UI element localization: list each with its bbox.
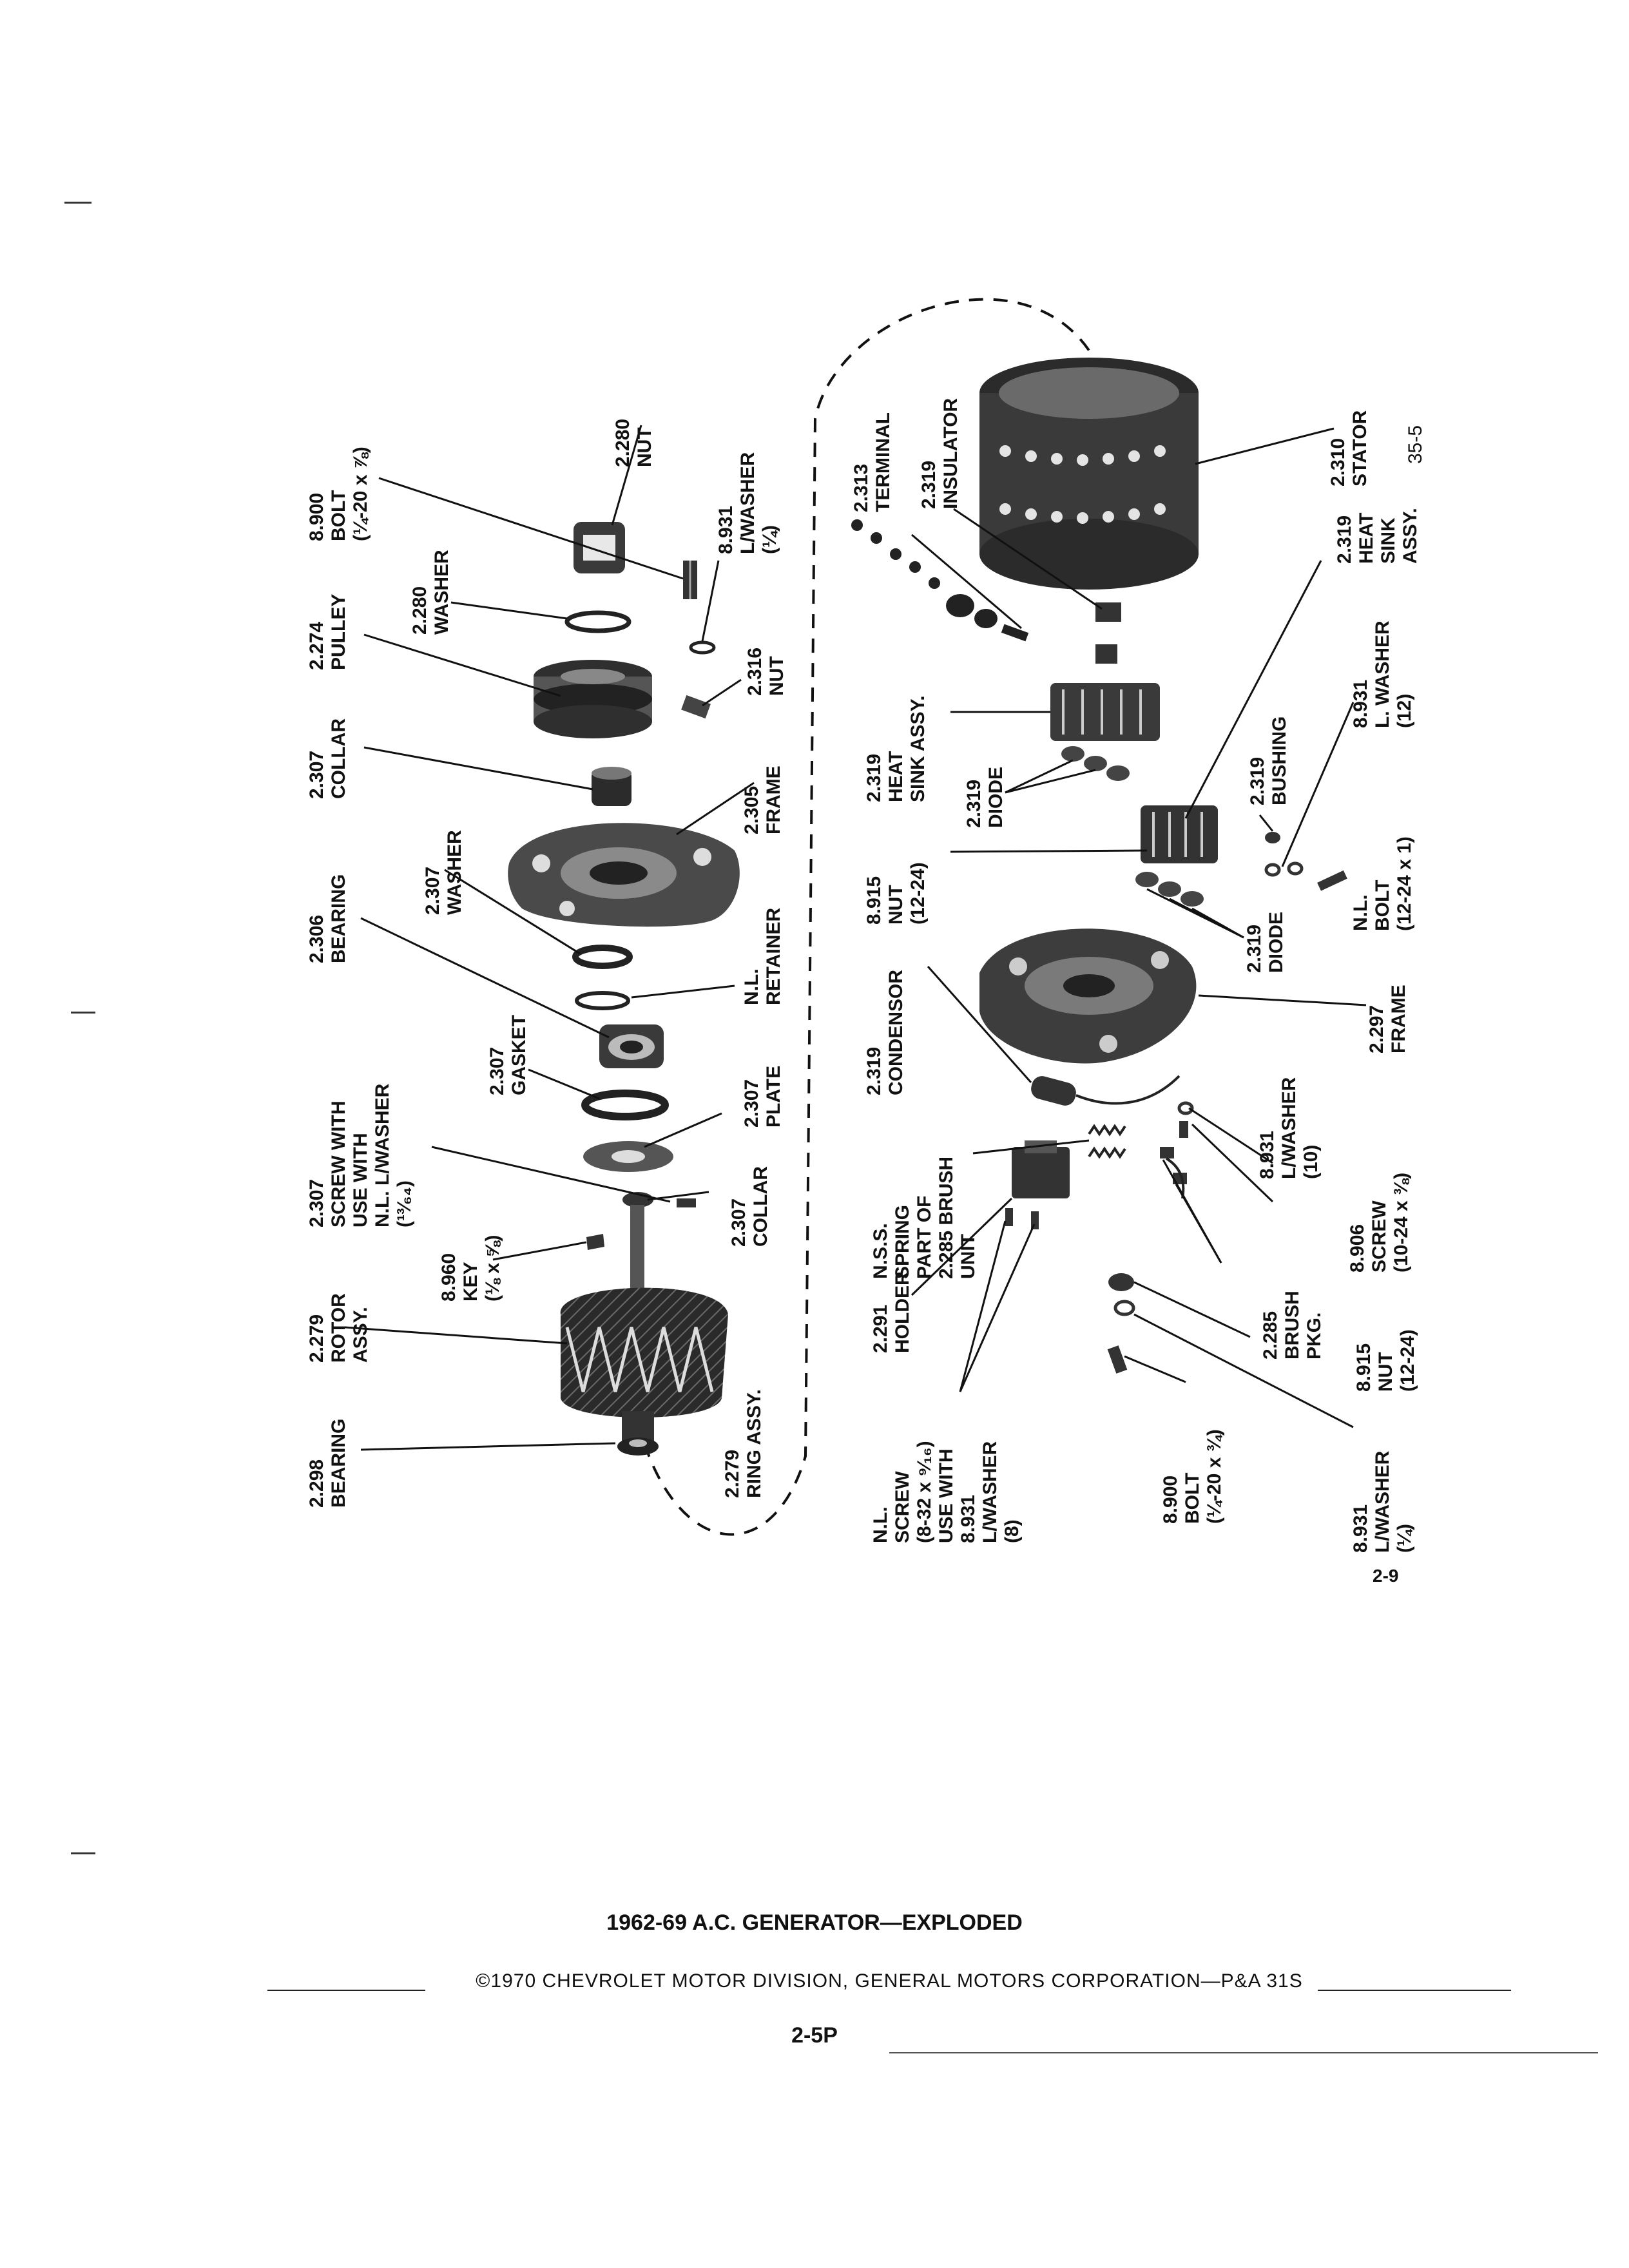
label-bushing: 2.319 BUSHING xyxy=(1247,716,1290,805)
label-insulator: 2.319 INSULATOR xyxy=(918,398,961,509)
label-frame-2297: 2.297 FRAME xyxy=(1366,985,1409,1053)
label-bolt-bottom: 8.900 BOLT (¼-20 x ¾) xyxy=(1160,1429,1225,1524)
bushing-part xyxy=(1265,832,1280,843)
insulator-part-2 xyxy=(1095,644,1117,664)
diode-top-part xyxy=(1061,746,1130,781)
brush-pkg-part xyxy=(1160,1147,1187,1199)
nut-part xyxy=(574,522,625,573)
lock-washer-bottom-part xyxy=(1113,1300,1135,1316)
label-diode-bottom: 2.319 DIODE xyxy=(1244,911,1287,973)
heat-sink-right-part xyxy=(1141,805,1218,863)
rotor-part xyxy=(560,1205,728,1443)
gasket-part xyxy=(581,1090,669,1120)
label-plate: 2.307 PLATE xyxy=(741,1065,784,1128)
retainer-part xyxy=(575,991,630,1010)
page-number: 2-5P xyxy=(791,2023,838,2048)
label-heat-sink-right: 2.319 HEAT SINK ASSY. xyxy=(1334,508,1421,564)
label-holder: 2.291 HOLDER xyxy=(870,1271,913,1353)
label-terminal: 2.313 TERMINAL xyxy=(851,412,894,512)
screw-part xyxy=(677,1198,696,1207)
label-retainer: N.L. RETAINER xyxy=(741,907,784,1005)
figure-ref: 35-5 xyxy=(1405,425,1426,464)
dashed-separator xyxy=(643,298,1097,1536)
margin-mark xyxy=(64,202,92,204)
label-frame-2305: 2.305 FRAME xyxy=(741,765,784,834)
nl-bolt-part xyxy=(1317,870,1347,891)
label-lwasher-top: 8.931 L/WASHER (¼) xyxy=(715,452,780,554)
bearing-2306-part xyxy=(599,1024,664,1068)
label-bolt-nl: N.L. BOLT (12-24 x 1) xyxy=(1350,836,1415,931)
label-gasket: 2.307 GASKET xyxy=(487,1014,530,1095)
page-ref: 2-9 xyxy=(1373,1566,1399,1586)
label-key: 8.960 KEY (⅛ x ⅝) xyxy=(438,1235,503,1302)
label-bearing-2298: 2.298 BEARING xyxy=(306,1418,349,1508)
label-screw-8906: 8.906 SCREW (10-24 x ⅜) xyxy=(1347,1172,1412,1273)
label-lwasher-10: 8.931 L/WASHER (10) xyxy=(1257,1077,1322,1179)
screw-8906-part xyxy=(1179,1121,1188,1138)
lock-washer-12-part-2 xyxy=(1287,861,1304,876)
label-screw-2307: 2.307 SCREW WITH USE WITH N.L. L/WASHER … xyxy=(306,1083,415,1227)
label-lwasher-12: 8.931 L. WASHER (12) xyxy=(1350,620,1415,728)
label-ring-assy: 2.279 RING ASSY. xyxy=(722,1389,765,1498)
label-screw-nl: N.L. SCREW (8-32 x ⁹⁄₁₆) USE WITH 8.931 … xyxy=(870,1441,1023,1543)
holder-part xyxy=(1012,1140,1070,1198)
insulator-part xyxy=(1095,602,1121,622)
lock-washer-part xyxy=(689,640,716,655)
label-washer-2280: 2.280 WASHER xyxy=(409,550,452,635)
label-nut-2280: 2.280 NUT xyxy=(612,418,655,467)
label-lwasher-bottom: 8.931 L/WASHER (¼) xyxy=(1350,1450,1415,1553)
label-condensor: 2.319 CONDENSOR xyxy=(863,969,907,1095)
nut-2316-part xyxy=(681,695,711,719)
bearing-2298-part xyxy=(617,1437,659,1456)
footer-rule-left xyxy=(267,1990,425,1991)
leader-lines xyxy=(344,425,1367,1451)
lock-washer-10-part xyxy=(1177,1101,1194,1115)
bolt-part xyxy=(683,561,697,599)
bottom-rule xyxy=(889,2052,1598,2053)
label-washer-2307: 2.307 WASHER xyxy=(422,830,465,915)
heat-sink-top-part xyxy=(1050,683,1160,741)
spring-part xyxy=(1088,1124,1126,1159)
condensor-part xyxy=(1031,1075,1181,1106)
label-diode-top: 2.319 DIODE xyxy=(963,766,1007,828)
margin-mark xyxy=(71,1012,95,1014)
label-rotor-assy: 2.279 ROTOR ASSY. xyxy=(306,1293,371,1363)
frame-2305-part xyxy=(508,823,740,927)
nl-screw-part xyxy=(1005,1208,1013,1226)
washer-part xyxy=(564,610,631,633)
label-nut-2316: 2.316 NUT xyxy=(744,647,787,696)
lock-washer-12-part xyxy=(1264,863,1281,877)
nut-8915-bottom-part xyxy=(1108,1273,1134,1291)
label-heat-sink-top: 2.319 HEAT SINK ASSY. xyxy=(863,695,929,802)
margin-mark xyxy=(71,1852,95,1854)
label-brush-pkg: 2.285 BRUSH PKG. xyxy=(1260,1291,1325,1360)
washer-2307-part xyxy=(572,945,633,969)
stator-part xyxy=(979,358,1199,590)
copyright-line: ©1970 CHEVROLET MOTOR DIVISION, GENERAL … xyxy=(476,1970,1303,1992)
label-collar-bottom: 2.307 COLLAR xyxy=(728,1166,771,1247)
label-nut-8915-top: 8.915 NUT (12-24) xyxy=(863,862,929,925)
plate-part xyxy=(583,1141,673,1172)
label-bearing-2306: 2.306 BEARING xyxy=(306,874,349,963)
label-collar-top: 2.307 COLLAR xyxy=(306,718,349,799)
label-pulley: 2.274 PULLEY xyxy=(306,593,349,670)
label-bolt-top: 8.900 BOLT (¼-20 x ⅞) xyxy=(306,447,371,541)
key-part xyxy=(586,1234,604,1250)
frame-2297-part xyxy=(979,928,1197,1064)
pulley-part xyxy=(534,660,652,738)
bolt-bottom-part xyxy=(1107,1345,1128,1374)
terminal-part xyxy=(851,519,1029,642)
label-stator: 2.310 STATOR xyxy=(1327,410,1371,486)
label-nut-8915-bottom: 8.915 NUT (12-24) xyxy=(1353,1329,1418,1392)
diode-bottom-part xyxy=(1135,872,1204,907)
page-title: 1962-69 A.C. GENERATOR—EXPLODED xyxy=(606,1910,1023,1935)
label-spring: N.S.S. SPRING PART OF 2.285 BRUSH UNIT xyxy=(870,1156,979,1279)
collar-part xyxy=(592,767,631,806)
footer-rule-right xyxy=(1318,1990,1511,1991)
